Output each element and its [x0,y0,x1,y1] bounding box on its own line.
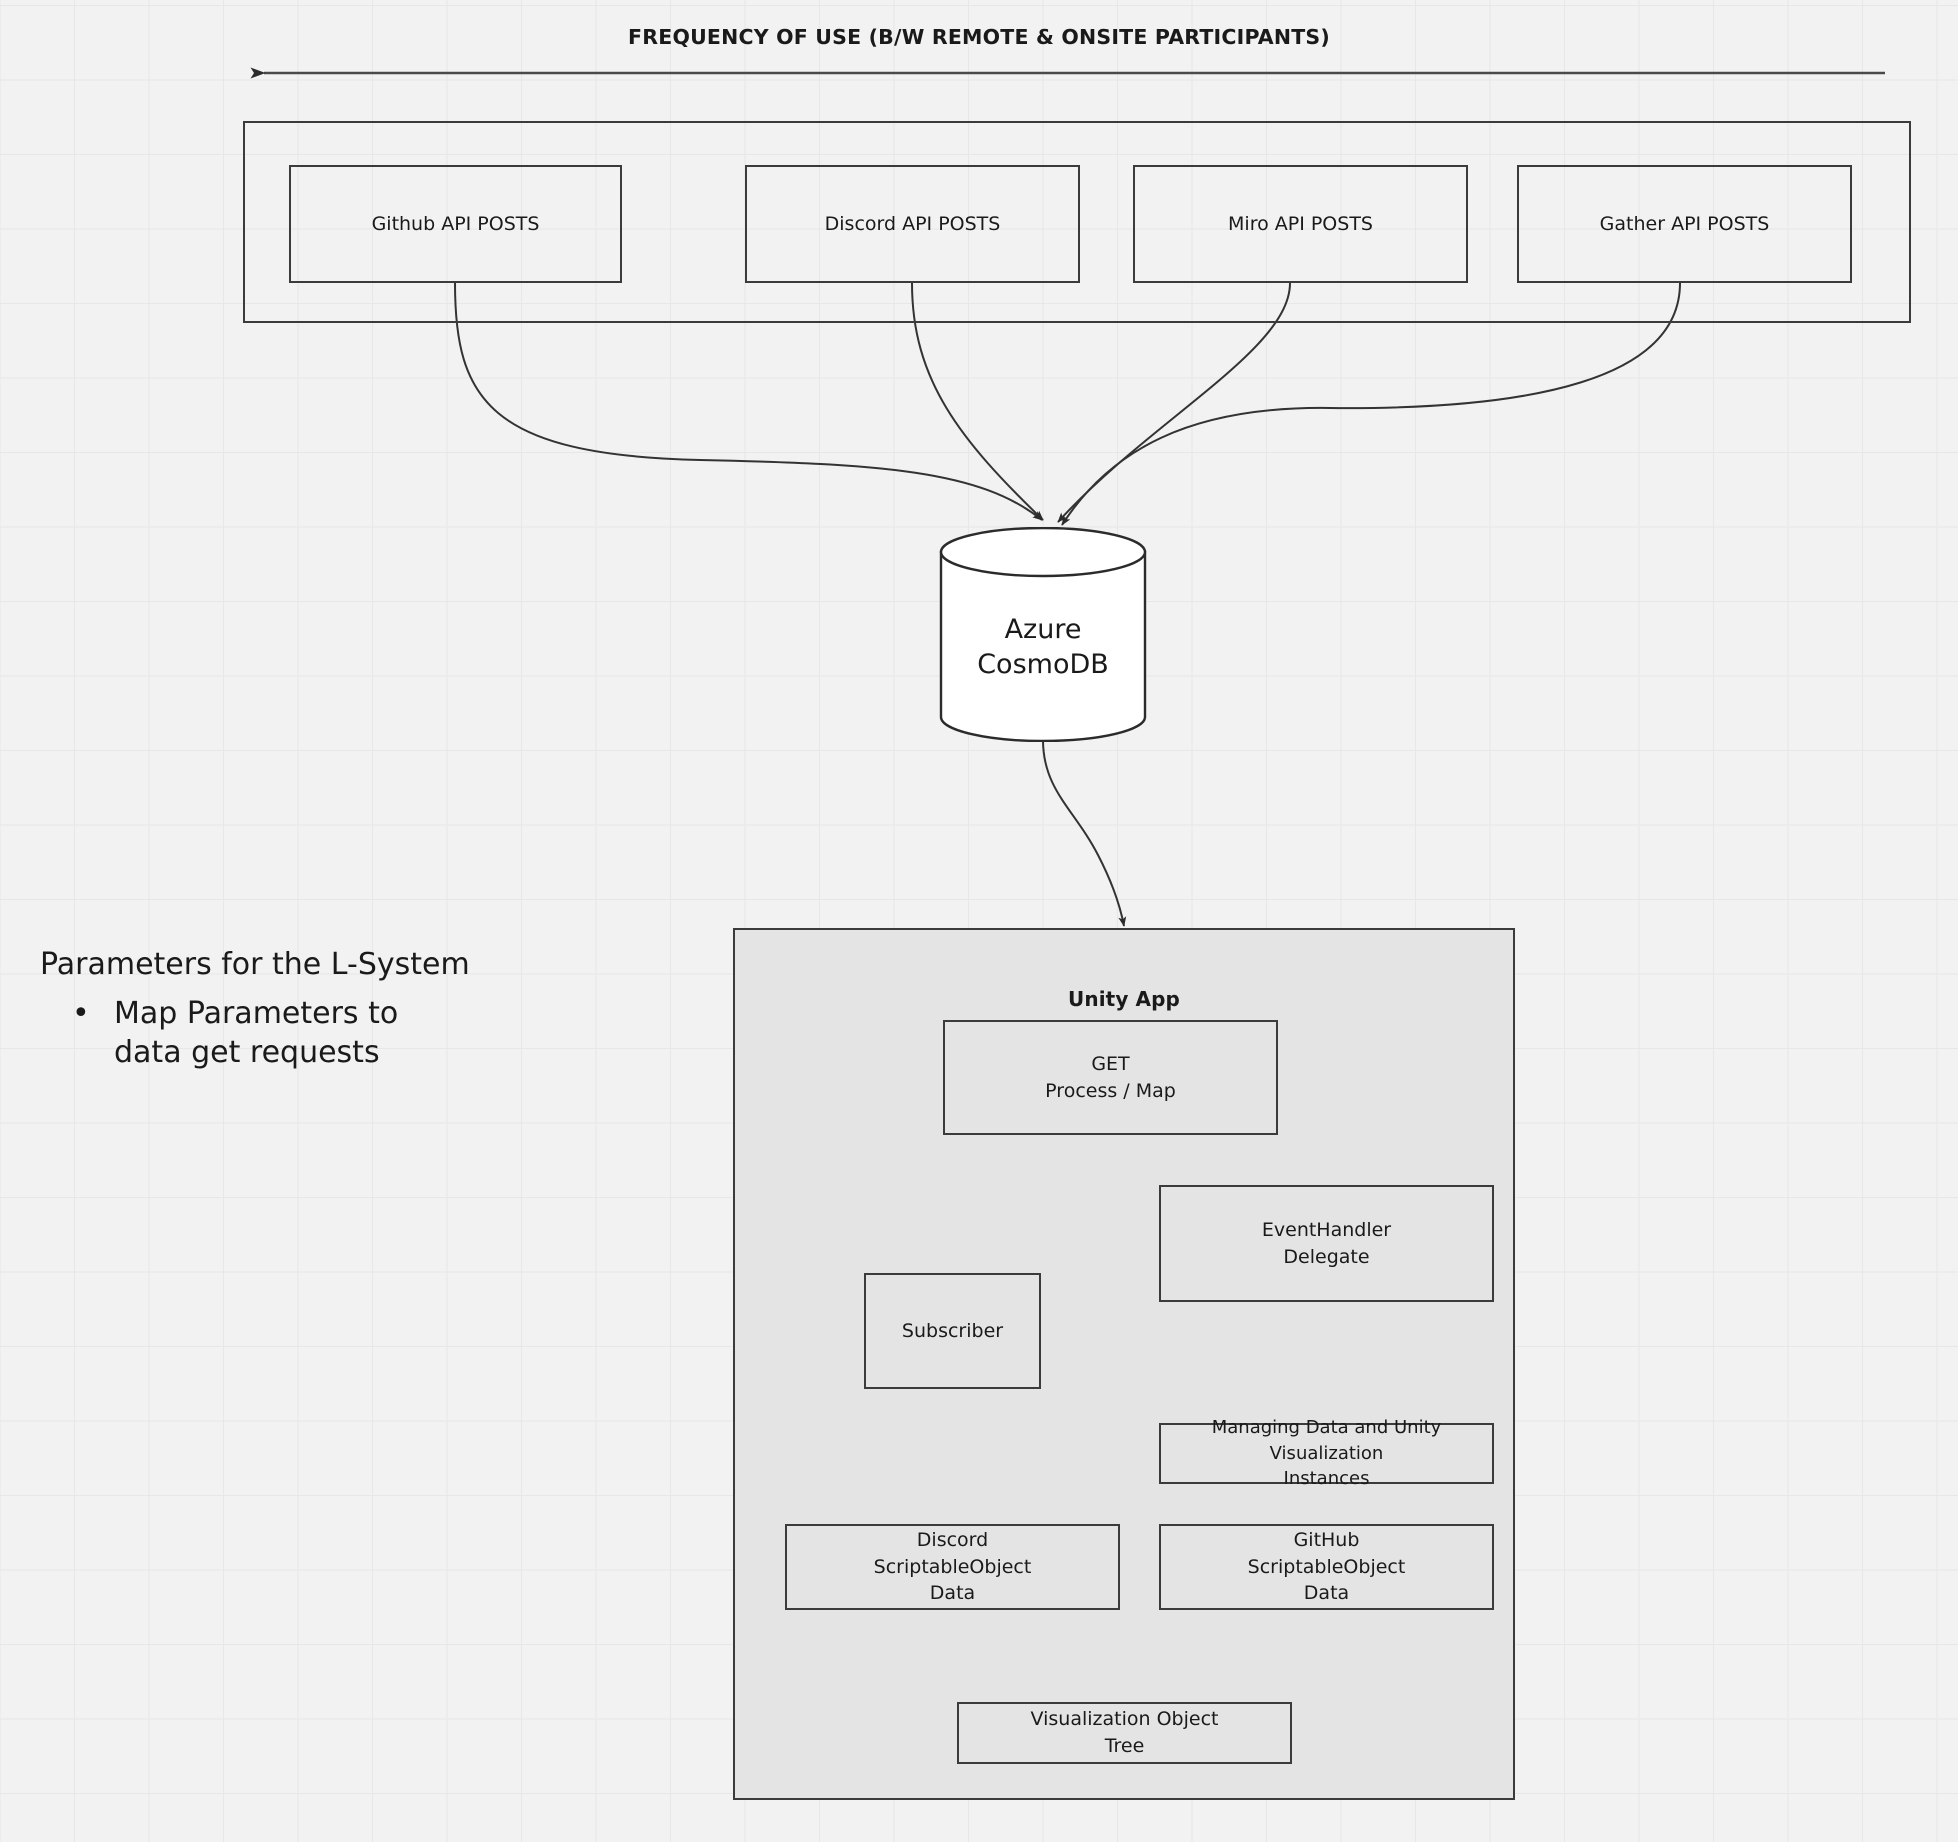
api-box-gather-label: Gather API POSTS [1599,212,1770,235]
api-box-discord[interactable]: Discord API POSTS [745,165,1080,283]
bullet-marker-icon: • [72,996,90,1031]
api-box-miro[interactable]: Miro API POSTS [1133,165,1468,283]
database-label: Azure CosmoDB [977,614,1109,681]
unity-box-visualization-object[interactable]: Visualization Object Tree [957,1702,1292,1764]
diagram-title: FREQUENCY OF USE (B/W REMOTE & ONSITE PA… [628,25,1330,49]
note-bullet-item: • Map Parameters to data get requests [72,994,492,1072]
api-box-miro-label: Miro API POSTS [1228,212,1373,235]
edge-db-to-unity [1038,730,1127,927]
api-group-container [243,121,1911,323]
database-cylinder[interactable] [938,527,1148,742]
note-bullet-text: Map Parameters to data get requests [114,996,399,1070]
unity-box-discord-scriptableobject[interactable]: Discord ScriptableObject Data [785,1524,1120,1610]
unity-box-managing[interactable]: Managing Data and Unity Visualization In… [1159,1417,1494,1489]
api-box-github[interactable]: Github API POSTS [289,165,622,283]
api-box-discord-label: Discord API POSTS [824,212,1001,235]
unity-app-title: Unity App [1068,987,1180,1011]
api-box-gather[interactable]: Gather API POSTS [1517,165,1852,283]
unity-box-github-scriptableobject[interactable]: GitHub ScriptableObject Data [1159,1524,1494,1610]
api-box-github-label: Github API POSTS [371,212,540,235]
unity-box-subscriber[interactable]: Subscriber [864,1273,1041,1389]
unity-box-get[interactable]: GET Process / Map [943,1020,1278,1135]
unity-box-eventhandler[interactable]: EventHandler Delegate [1159,1185,1494,1302]
note-heading: Parameters for the L-System [40,947,470,982]
